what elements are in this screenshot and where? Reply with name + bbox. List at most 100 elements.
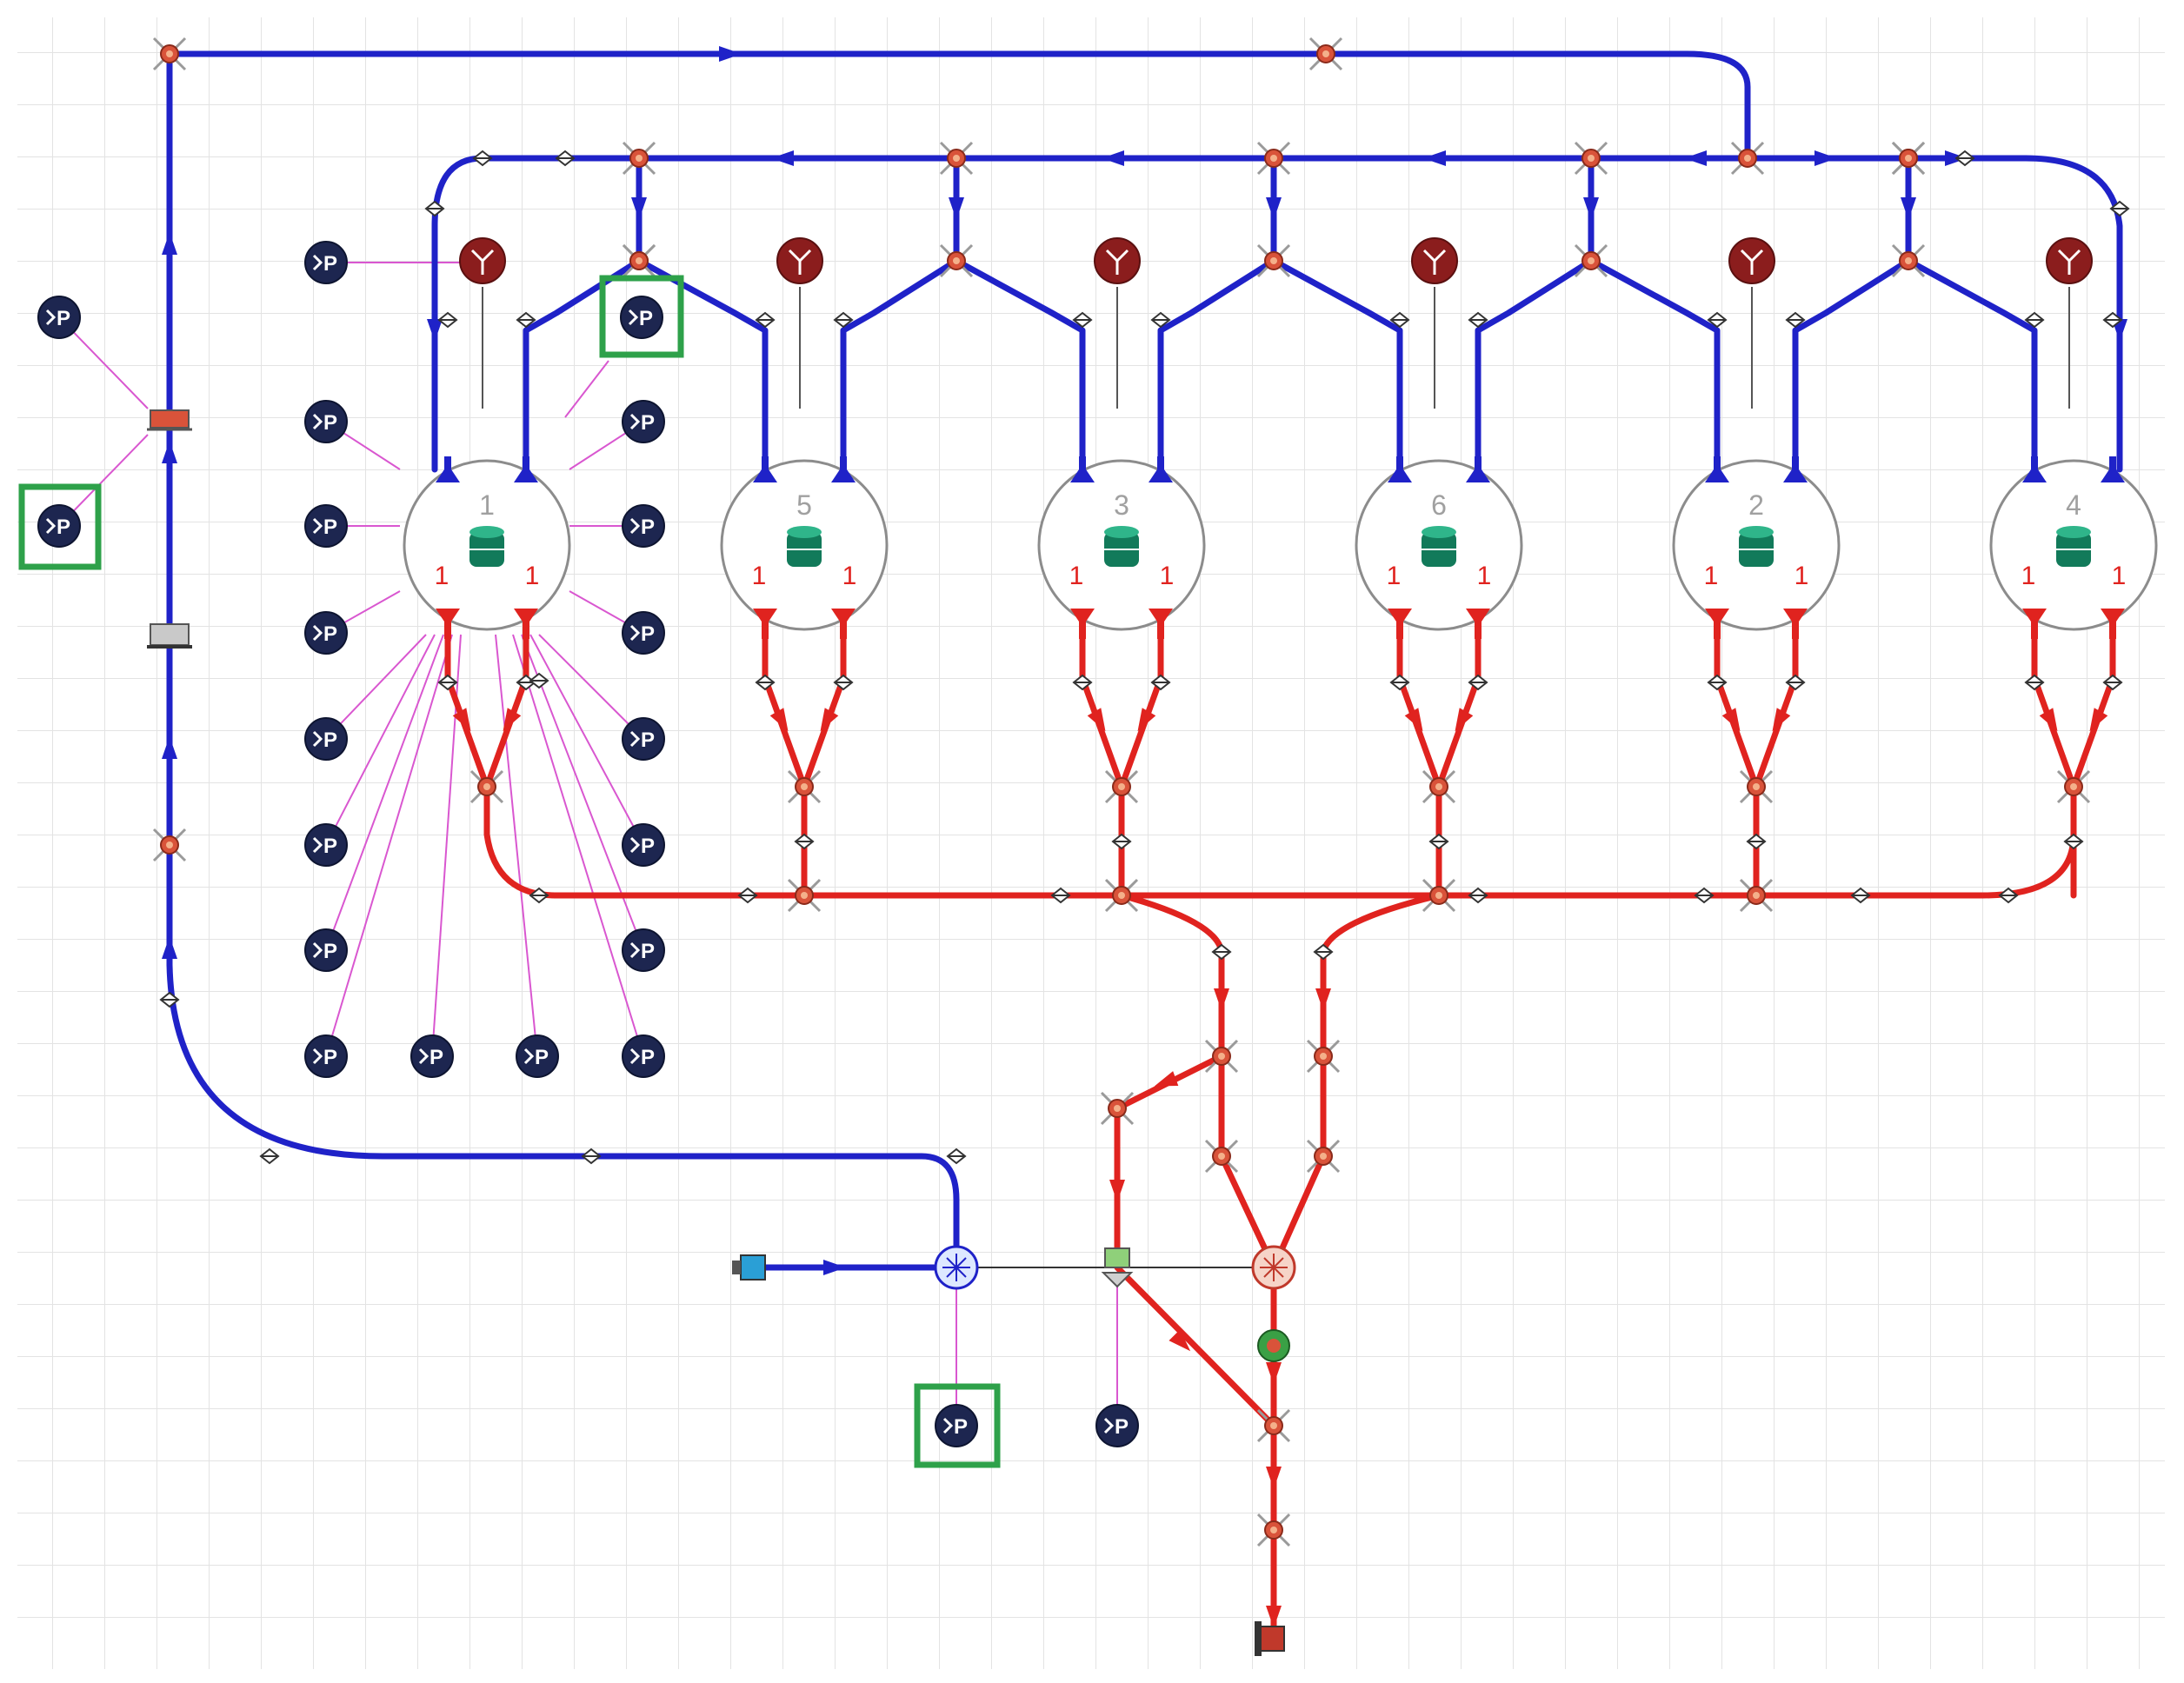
supply-header-left[interactable] bbox=[431, 155, 486, 473]
supply-branch-right[interactable] bbox=[636, 257, 769, 473]
sensor-p-icon[interactable]: P bbox=[304, 928, 348, 972]
signal-line bbox=[325, 634, 444, 951]
sensor-label: P bbox=[323, 622, 337, 646]
flow-meter-icon[interactable] bbox=[147, 623, 192, 649]
inlet-port-icon[interactable] bbox=[1149, 456, 1173, 482]
return-trunk-left[interactable] bbox=[1118, 892, 1277, 1271]
sensor-p-icon[interactable]: P bbox=[37, 296, 81, 339]
meter-icon[interactable] bbox=[147, 409, 192, 431]
supply-branch-right[interactable] bbox=[953, 257, 1086, 473]
sensor-p-icon[interactable]: P bbox=[622, 504, 665, 548]
supply-header-right[interactable] bbox=[479, 155, 2123, 473]
flow-arrow bbox=[631, 197, 647, 220]
sensor-p-icon[interactable]: P bbox=[622, 928, 665, 972]
outlet-port-icon[interactable] bbox=[1388, 609, 1412, 639]
sensor-p-icon[interactable]: P bbox=[304, 823, 348, 867]
highlight-group bbox=[18, 275, 1001, 1468]
tank-icon bbox=[1422, 526, 1456, 567]
sensor-p-icon[interactable]: P bbox=[516, 1034, 559, 1078]
fan-icon[interactable] bbox=[1094, 237, 1141, 284]
return-pump-icon[interactable] bbox=[1251, 1245, 1296, 1290]
flow-arrow bbox=[427, 319, 443, 342]
sensor-p-icon[interactable]: P bbox=[622, 611, 665, 655]
fan-icon[interactable] bbox=[459, 237, 506, 284]
sensor-p-icon[interactable]: P bbox=[622, 400, 665, 443]
sensor-p-icon[interactable]: P bbox=[410, 1034, 454, 1078]
sensor-label: P bbox=[323, 516, 337, 539]
signal-line bbox=[512, 634, 644, 1057]
inlet-port-icon[interactable] bbox=[831, 456, 856, 482]
sensor-p-icon[interactable]: P bbox=[622, 1034, 665, 1078]
outlet-port-icon[interactable] bbox=[436, 609, 460, 639]
supply-branch-left[interactable] bbox=[1792, 257, 1912, 473]
supply-top-line[interactable] bbox=[166, 50, 1751, 162]
sensor-p-icon[interactable]: P bbox=[1095, 1404, 1139, 1447]
sensor-p-icon[interactable]: P bbox=[304, 504, 348, 548]
flow-arrow bbox=[162, 441, 177, 463]
device-group bbox=[147, 37, 2129, 1656]
sink-outlet-icon[interactable] bbox=[1255, 1621, 1285, 1656]
highlight-box-top bbox=[599, 275, 684, 358]
inlet-port-icon[interactable] bbox=[753, 456, 777, 482]
unit-label: 5 bbox=[796, 489, 812, 521]
inlet-port-icon[interactable] bbox=[514, 456, 538, 482]
flow-arrow bbox=[769, 708, 789, 732]
inlet-port-icon[interactable] bbox=[1466, 456, 1490, 482]
outlet-port-icon[interactable] bbox=[1466, 609, 1490, 639]
outlet-port-icon[interactable] bbox=[831, 609, 856, 639]
flow-arrow bbox=[1423, 150, 1446, 166]
outlet-port-icon[interactable] bbox=[1070, 609, 1095, 639]
sensor-label: P bbox=[641, 940, 655, 963]
fan-icon[interactable] bbox=[2046, 237, 2093, 284]
sensor-p-icon[interactable]: P bbox=[622, 717, 665, 761]
sensor-p-icon[interactable]: P bbox=[620, 296, 663, 339]
outlet-port-icon[interactable] bbox=[514, 609, 538, 639]
sensor-p-icon[interactable]: P bbox=[304, 400, 348, 443]
inlet-port-icon[interactable] bbox=[1070, 456, 1095, 482]
supply-main-riser[interactable] bbox=[166, 50, 960, 1271]
control-valve-icon[interactable] bbox=[1101, 1247, 1134, 1288]
outlet-port-icon[interactable] bbox=[1783, 609, 1808, 639]
supply-branch-left[interactable] bbox=[1475, 257, 1595, 473]
outlet-port-icon[interactable] bbox=[2022, 609, 2047, 639]
outlet-port-icon[interactable] bbox=[753, 609, 777, 639]
supply-branch-right[interactable] bbox=[1905, 257, 2038, 473]
sensor-p-icon[interactable]: P bbox=[37, 504, 81, 548]
supply-branch-left[interactable] bbox=[523, 257, 643, 473]
sensor-p-icon[interactable]: P bbox=[304, 241, 348, 284]
sensor-p-icon[interactable]: P bbox=[622, 823, 665, 867]
sensor-p-icon[interactable]: P bbox=[935, 1404, 978, 1447]
flow-arrow bbox=[1087, 708, 1106, 732]
outlet-port-icon[interactable] bbox=[1149, 609, 1173, 639]
flow-arrow bbox=[1266, 1362, 1282, 1385]
outlet-port-icon[interactable] bbox=[1705, 609, 1729, 639]
supply-branch-left[interactable] bbox=[1157, 257, 1277, 473]
signal-line bbox=[529, 634, 644, 846]
inlet-port-icon[interactable] bbox=[1783, 456, 1808, 482]
fan-icon[interactable] bbox=[776, 237, 823, 284]
pump-icon[interactable] bbox=[934, 1245, 979, 1290]
sensor-p-icon[interactable]: P bbox=[304, 1034, 348, 1078]
supply-branch-left[interactable] bbox=[840, 257, 960, 473]
inlet-port-icon[interactable] bbox=[2022, 456, 2047, 482]
fan-icon[interactable] bbox=[1411, 237, 1458, 284]
outlet-port-icon[interactable] bbox=[2101, 609, 2125, 639]
sensor-p-icon[interactable]: P bbox=[304, 611, 348, 655]
inlet-port-icon[interactable] bbox=[436, 456, 460, 482]
check-valve-icon[interactable] bbox=[1257, 1329, 1290, 1362]
supply-branch-right[interactable] bbox=[1588, 257, 1721, 473]
sensor-p-icon[interactable]: P bbox=[304, 717, 348, 761]
source-inlet-icon[interactable] bbox=[732, 1254, 766, 1281]
inlet-port-icon[interactable] bbox=[2101, 456, 2125, 482]
fan-icon[interactable] bbox=[1728, 237, 1775, 284]
inlet-port-icon[interactable] bbox=[1388, 456, 1412, 482]
return-collector[interactable] bbox=[483, 783, 2077, 899]
supply-branch-right[interactable] bbox=[1270, 257, 1403, 473]
inlet-port-icon[interactable] bbox=[1705, 456, 1729, 482]
